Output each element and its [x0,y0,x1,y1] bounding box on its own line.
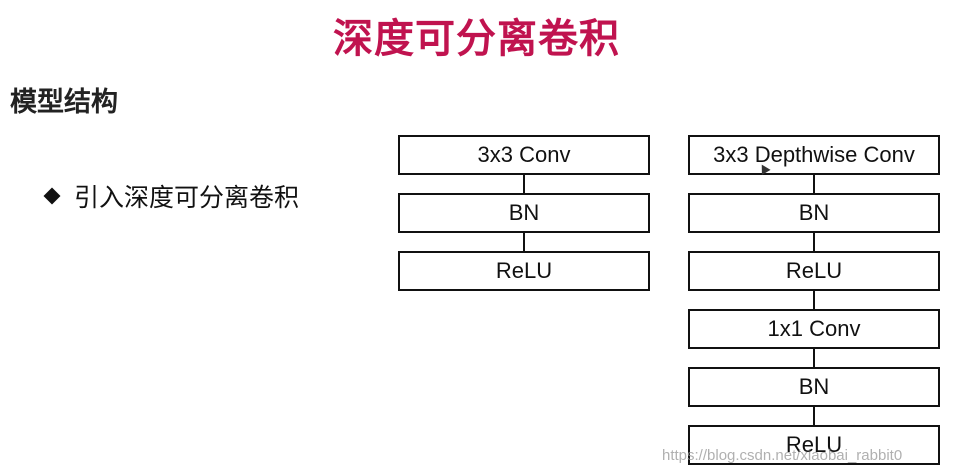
diamond-bullet-icon [43,187,61,205]
bullet-point: 引入深度可分离卷积 [42,178,299,214]
slide-title: 深度可分离卷积 [333,16,620,62]
connector-line [813,349,815,367]
connector-line [523,175,525,193]
layer-box: 1x1 Conv [688,309,940,349]
connector-line [813,233,815,251]
layer-box: ReLU [398,251,650,291]
layer-box: 3x3 Depthwise Conv [688,135,940,175]
section-heading: 模型结构 [10,87,118,118]
layer-box: BN [688,367,940,407]
layer-box: BN [398,193,650,233]
connector-line [523,233,525,251]
bullet-text: 引入深度可分离卷积 [74,183,300,212]
connector-line [813,291,815,309]
connector-line [813,407,815,425]
watermark: https://blog.csdn.net/xiaobai_rabbit0 [662,447,903,464]
layer-box: ReLU [688,425,940,465]
layer-box: 3x3 Conv [398,135,650,175]
connector-line [813,175,815,193]
layer-box: ReLU [688,251,940,291]
layer-box: BN [688,193,940,233]
